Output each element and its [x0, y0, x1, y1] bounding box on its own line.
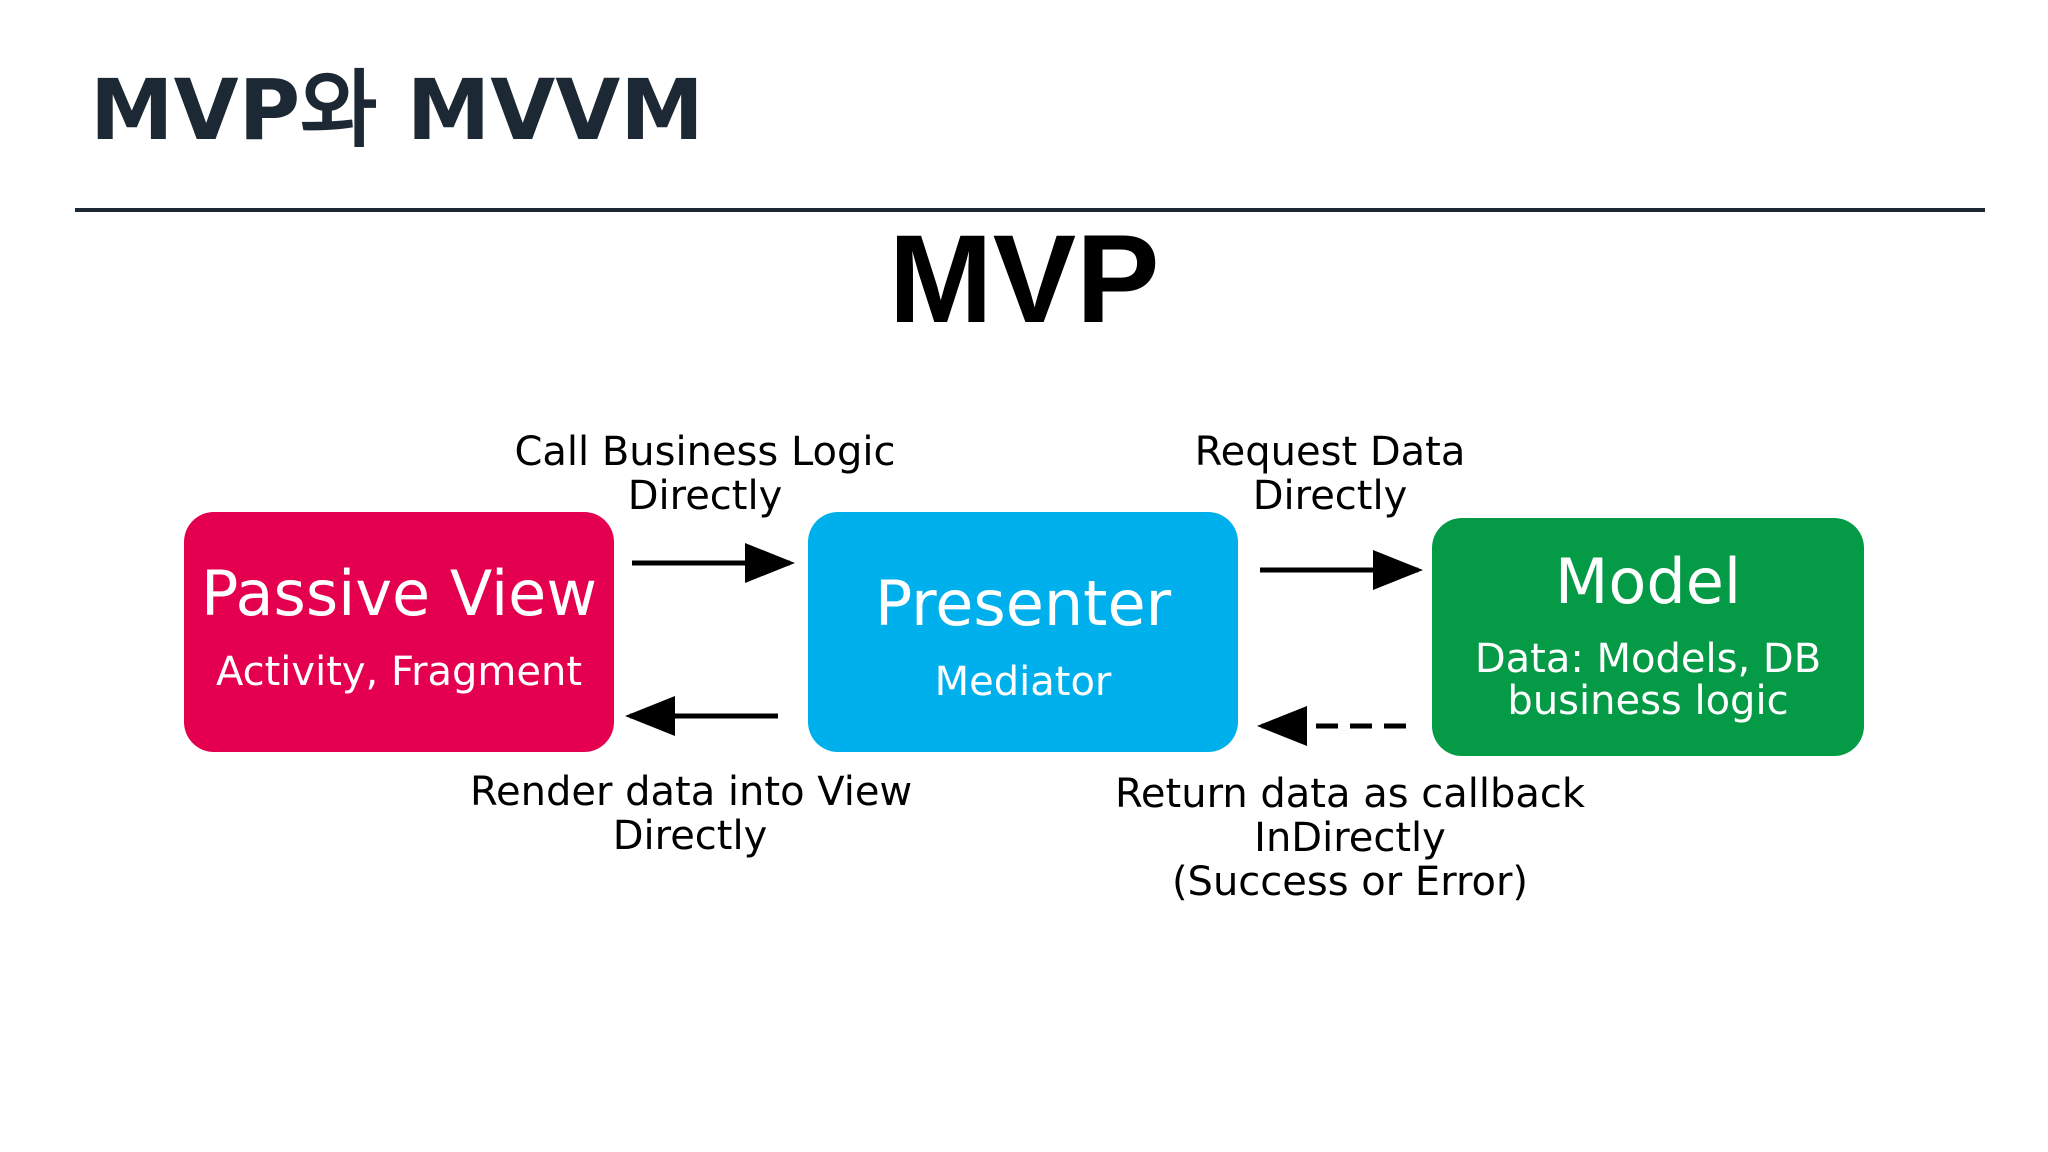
request-label-line2: Directly [1252, 473, 1408, 519]
presenter-subtitle: Mediator [934, 659, 1112, 706]
return-data-label: Return data as callback InDirectly (Succ… [1110, 772, 1590, 904]
title-divider [75, 208, 1985, 212]
model-subtitle-line2: business logic [1507, 678, 1789, 725]
return-label-line3: (Success or Error) [1171, 859, 1529, 905]
call-label-line1: Call Business Logic [514, 429, 896, 475]
call-business-logic-label: Call Business Logic Directly [505, 430, 905, 518]
passive-view-title: Passive View [200, 557, 598, 630]
render-label-line1: Render data into View [470, 769, 913, 815]
slide-title: MVP와 MVVM [90, 61, 704, 159]
model-title: Model [1554, 545, 1742, 618]
diagram-title: MVP [888, 210, 1160, 349]
model-subtitle: Data: Models, DB business logic [1432, 638, 1864, 722]
render-label-line2: Directly [612, 813, 768, 859]
passive-view-box: Passive View Activity, Fragment [184, 512, 614, 752]
model-subtitle-line1: Data: Models, DB [1474, 636, 1822, 683]
request-label-line1: Request Data [1194, 429, 1466, 475]
return-label-line1: Return data as callback [1114, 771, 1586, 817]
render-data-label: Render data into View Directly [470, 769, 913, 859]
presenter-title: Presenter [874, 567, 1172, 640]
passive-view-subtitle: Activity, Fragment [215, 649, 583, 696]
request-data-label: Request Data Directly [1160, 430, 1500, 518]
return-label-line2: InDirectly [1254, 815, 1446, 861]
call-label-line2: Directly [627, 473, 783, 519]
model-box: Model Data: Models, DB business logic [1432, 518, 1864, 756]
presenter-box: Presenter Mediator [808, 512, 1238, 752]
